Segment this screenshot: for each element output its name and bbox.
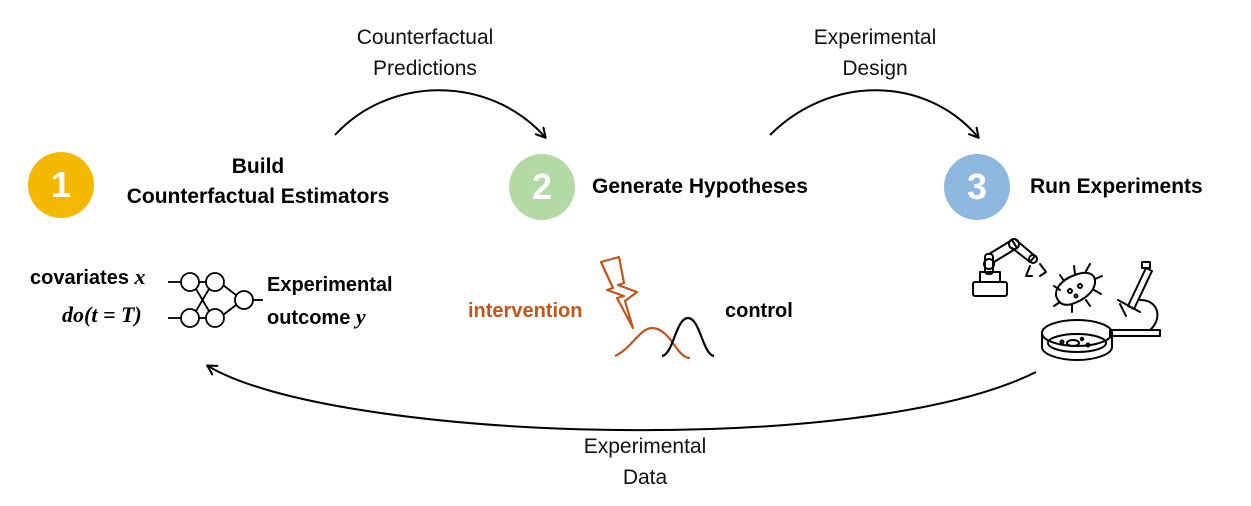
microscope-icon [1109, 261, 1161, 337]
step-1-badge: 1 [28, 152, 94, 218]
covariates-var: x [134, 264, 146, 289]
step-1-title: Build Counterfactual Estimators [126, 155, 390, 208]
step-3-title: Run Experiments [1030, 175, 1203, 198]
step-2-badge: 2 [509, 154, 575, 220]
control-label: control [725, 300, 793, 322]
do-expression: do(t = T) [62, 302, 142, 327]
label-experimental-data: Experimental Data [583, 435, 707, 489]
petri-dish-icon [1041, 319, 1113, 361]
step-3-badge: 3 [944, 154, 1010, 220]
lightning-icon [599, 255, 639, 330]
covariates-label: covariates x [30, 264, 146, 289]
intervention-curve [614, 326, 691, 360]
arrow-data [206, 364, 1037, 432]
control-curve [661, 316, 715, 358]
intervention-label: intervention [468, 300, 583, 322]
step-2-title: Generate Hypotheses [592, 175, 808, 198]
outcome-var: y [355, 304, 366, 329]
robot-arm-icon [972, 238, 1047, 297]
label-experimental-design: Experimental Design [813, 26, 937, 80]
experimental-outcome-label: Experimental outcome y [267, 274, 393, 329]
bacteria-icon [1053, 263, 1103, 313]
arrow-predictions [334, 89, 547, 139]
arrow-design [769, 89, 980, 139]
label-counterfactual-predictions: Counterfactual Predictions [356, 26, 494, 80]
